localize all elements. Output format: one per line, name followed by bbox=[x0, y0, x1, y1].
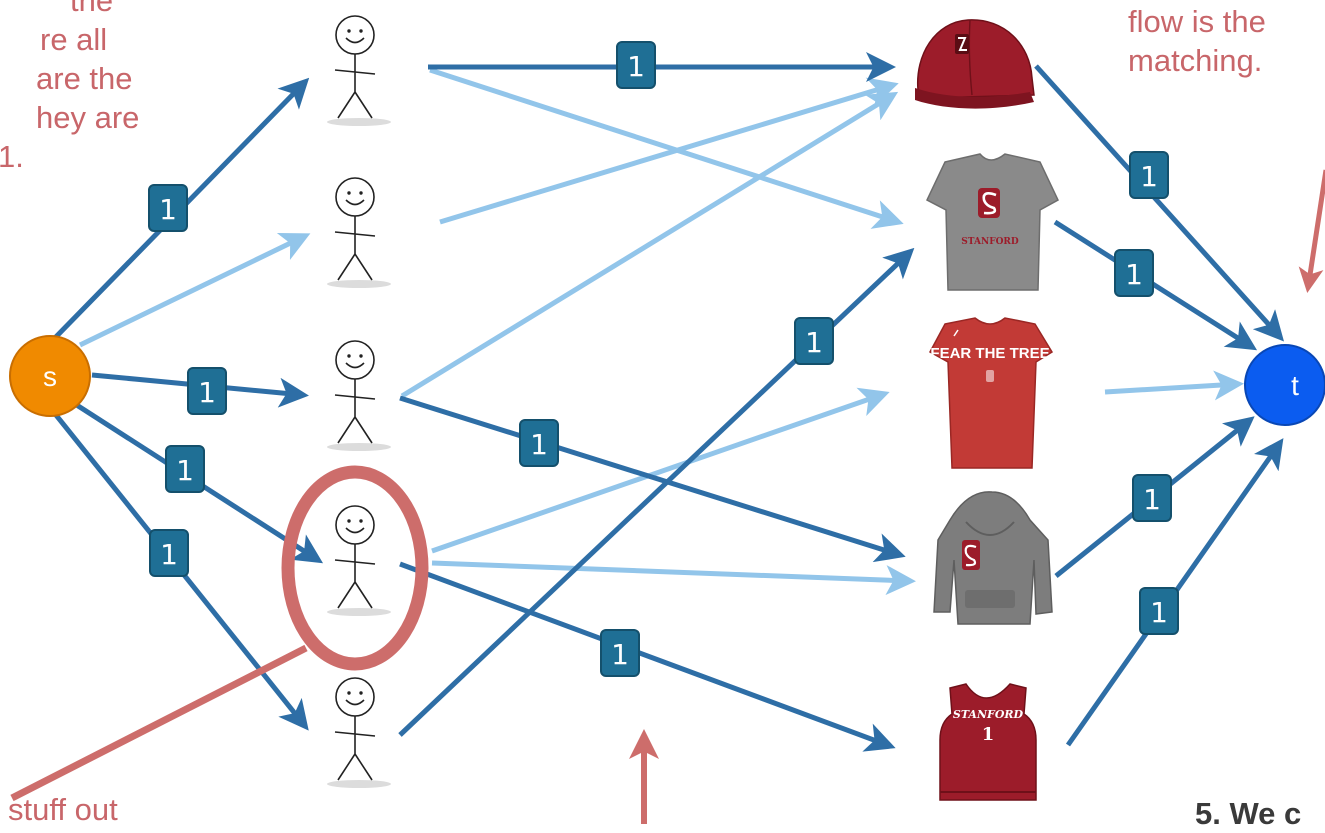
capacity-label: 1 bbox=[149, 529, 189, 577]
note-top-right: flow is the matching. bbox=[1128, 2, 1266, 80]
edges bbox=[46, 52, 1285, 752]
svg-text:1: 1 bbox=[1143, 483, 1161, 516]
svg-text:1: 1 bbox=[160, 538, 178, 571]
person-1 bbox=[327, 15, 391, 126]
capacity-label: 1 bbox=[519, 419, 559, 467]
svg-text:1: 1 bbox=[176, 454, 194, 487]
source-label: s bbox=[43, 361, 57, 392]
note-top-left-body-4: 1. bbox=[0, 137, 24, 176]
jersey-text: STANFORD bbox=[953, 708, 1024, 721]
note-bottom-left: stuff out bbox=[8, 792, 118, 827]
note-top-right-line-1: flow is the bbox=[1128, 4, 1266, 39]
fear-the-tree-shirt-icon: FEAR THE TREE bbox=[928, 317, 1054, 469]
svg-text:1: 1 bbox=[805, 326, 823, 359]
edge-cap-t bbox=[1034, 64, 1285, 342]
capacity-label: 1 bbox=[148, 184, 188, 232]
person-2 bbox=[327, 177, 391, 288]
annotation-line-bottom-left bbox=[10, 644, 308, 802]
svg-text:1: 1 bbox=[1140, 160, 1158, 193]
note-top-left-line-2: re all bbox=[40, 22, 108, 57]
note-top-left-line-1: the bbox=[70, 0, 114, 18]
edge-s-p2 bbox=[78, 232, 311, 348]
note-top-left-body-3: hey are bbox=[36, 98, 139, 137]
note-top-left: the bbox=[70, 0, 113, 20]
capacity-label: 1 bbox=[187, 367, 227, 415]
svg-text:1: 1 bbox=[1150, 596, 1168, 629]
person-3 bbox=[327, 340, 391, 451]
note-top-left-body-2: are the bbox=[36, 59, 133, 98]
note-top-left-line-5: 1. bbox=[0, 139, 24, 174]
person-4 bbox=[327, 505, 391, 616]
capacity-label: 1 bbox=[794, 317, 834, 365]
capacity-label: 1 bbox=[1129, 151, 1169, 199]
note-top-left-line-3: are the bbox=[36, 61, 133, 96]
capacity-label: 1 bbox=[1114, 249, 1154, 297]
hoodie-icon bbox=[933, 491, 1053, 625]
svg-text:1: 1 bbox=[627, 50, 645, 83]
highlight-ellipse bbox=[281, 465, 429, 671]
svg-text:1: 1 bbox=[159, 193, 177, 226]
capacity-label: 1 bbox=[1132, 474, 1172, 522]
sink-node: t bbox=[1244, 344, 1325, 426]
svg-text:1: 1 bbox=[198, 376, 216, 409]
edge-p2-cap bbox=[439, 77, 899, 225]
note-top-left-line-4: hey are bbox=[36, 100, 140, 135]
capacity-label: 1 bbox=[616, 41, 656, 89]
capacity-label: 1 bbox=[600, 629, 640, 677]
note-top-left-body: re all bbox=[40, 20, 107, 59]
svg-text:1: 1 bbox=[1125, 258, 1143, 291]
edge-p4-redshirt bbox=[431, 387, 890, 554]
edge-p3-hoodie bbox=[399, 395, 906, 563]
shirt-text: STANFORD bbox=[961, 237, 1019, 247]
red-shirt-text: FEAR THE TREE bbox=[930, 345, 1049, 362]
edge-p4-jersey bbox=[399, 561, 896, 752]
annotation-arrow-top-right bbox=[1298, 169, 1325, 293]
svg-text:1: 1 bbox=[611, 638, 629, 671]
note-bottom-right: 5. We c bbox=[1195, 796, 1302, 831]
sink-label: t bbox=[1291, 370, 1299, 401]
source-node: s bbox=[9, 335, 91, 417]
edge-p1-shirt bbox=[429, 67, 904, 229]
gray-shirt-icon: STANFORD bbox=[926, 153, 1059, 291]
capacity-label: 1 bbox=[165, 445, 205, 493]
cap-icon bbox=[915, 19, 1035, 109]
note-top-right-line-2: matching. bbox=[1128, 43, 1263, 78]
jersey-number: 1 bbox=[982, 724, 995, 745]
jersey-icon: STANFORD 1 bbox=[939, 683, 1037, 801]
person-5 bbox=[327, 677, 391, 788]
svg-text:1: 1 bbox=[530, 428, 548, 461]
edge-redshirt-t bbox=[1104, 370, 1244, 401]
edge-p4-hoodie bbox=[431, 560, 916, 596]
capacity-labels: 1 1 1 1 1 1 1 1 1 1 1 1 bbox=[148, 41, 1179, 677]
edge-p3-cap bbox=[400, 91, 899, 399]
capacity-label: 1 bbox=[1139, 587, 1179, 635]
